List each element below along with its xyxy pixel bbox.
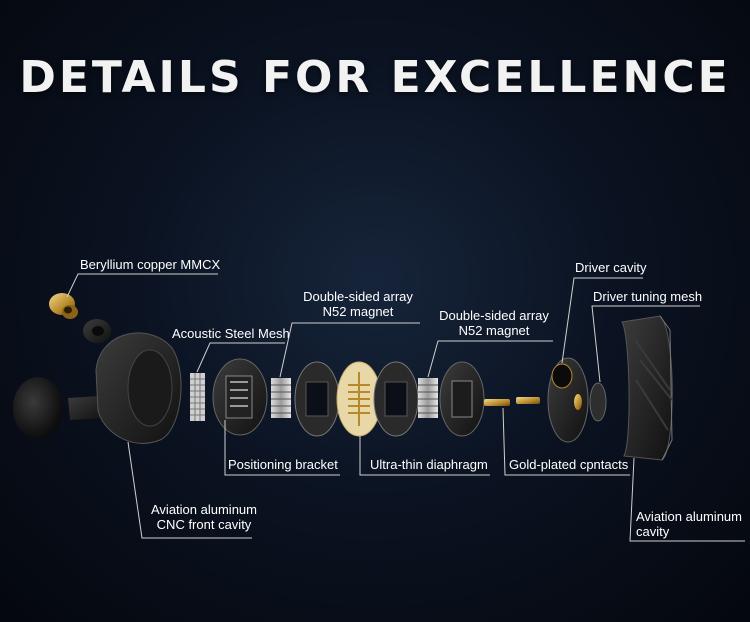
washer-left bbox=[294, 361, 340, 437]
label-magnet-right: Double-sided array N52 magnet bbox=[432, 308, 556, 338]
washer-right bbox=[373, 361, 419, 437]
leader-bracket bbox=[224, 420, 340, 476]
leader-driver-cavity bbox=[561, 277, 643, 364]
label-front-cavity-line2: CNC front cavity bbox=[156, 517, 252, 532]
driver-tuning-mesh bbox=[589, 382, 607, 422]
ear-tip bbox=[13, 377, 63, 439]
label-front-cavity: Aviation aluminum CNC front cavity bbox=[146, 502, 262, 532]
label-ultra-thin-diaphragm: Ultra-thin diaphragm bbox=[370, 457, 488, 472]
rear-cavity bbox=[621, 315, 673, 461]
nozzle bbox=[68, 396, 104, 420]
label-acoustic-steel-mesh: Acoustic Steel Mesh bbox=[172, 326, 290, 341]
label-front-cavity-line1: Aviation aluminum bbox=[151, 502, 257, 517]
label-rear-cavity-line2: cavity bbox=[636, 524, 670, 539]
leader-acoustic bbox=[196, 342, 285, 373]
label-beryllium-mmcx: Beryllium copper MMCX bbox=[80, 257, 221, 272]
label-magnet-left: Double-sided array N52 magnet bbox=[296, 289, 420, 319]
label-rear-cavity-line1: Aviation aluminum bbox=[636, 509, 742, 524]
diaphragm bbox=[336, 361, 382, 437]
magnet-array-left bbox=[271, 378, 291, 418]
label-driver-tuning-mesh: Driver tuning mesh bbox=[593, 289, 703, 304]
mmcx-connector bbox=[49, 293, 78, 319]
label-magnet-left-line1: Double-sided array bbox=[303, 289, 413, 304]
leader-contacts bbox=[502, 407, 630, 476]
leader-front-cavity bbox=[127, 441, 252, 539]
leader-tuning-mesh bbox=[591, 305, 700, 383]
rear-bracket bbox=[439, 361, 485, 437]
leader-beryllium bbox=[66, 273, 218, 298]
label-gold-plated-contacts: Gold-plated cpntacts bbox=[509, 457, 629, 472]
label-driver-cavity: Driver cavity bbox=[575, 260, 647, 275]
leader-magnet-left bbox=[279, 322, 420, 378]
driver-cavity bbox=[547, 357, 589, 443]
leader-rear-cavity bbox=[629, 457, 745, 542]
acoustic-steel-mesh bbox=[190, 373, 205, 421]
page-title: DETAILS FOR EXCELLENCE bbox=[19, 52, 731, 103]
leader-magnet-right bbox=[427, 340, 553, 378]
label-magnet-right-line2: N52 magnet bbox=[458, 323, 530, 338]
label-magnet-right-line1: Double-sided array bbox=[439, 308, 549, 323]
label-magnet-left-line2: N52 magnet bbox=[322, 304, 394, 319]
gold-contacts bbox=[484, 397, 540, 406]
leader-diaphragm bbox=[359, 436, 490, 476]
positioning-bracket bbox=[212, 358, 268, 436]
label-positioning-bracket: Positioning bracket bbox=[228, 457, 338, 472]
label-rear-cavity: Aviation aluminum cavity bbox=[636, 509, 742, 539]
magnet-array-right bbox=[418, 378, 438, 418]
